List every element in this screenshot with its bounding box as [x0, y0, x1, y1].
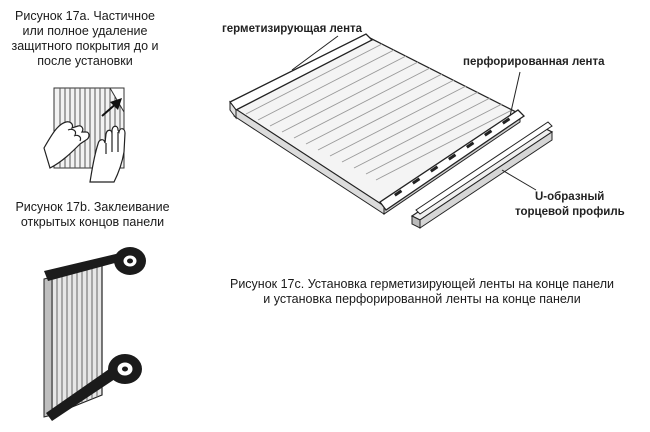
perforated-tape-strip [379, 109, 526, 211]
peel-arrow-icon [101, 98, 122, 117]
figure-b-caption-line-2: открытых концов панели [20, 215, 165, 229]
top-tape-strip [44, 253, 126, 281]
figure-c-caption-line-2: и установка перфорированной ленты на кон… [263, 292, 581, 306]
leader-lines [291, 35, 537, 191]
figure-c-caption: Рисунок 17c. Установка герметизирующей л… [212, 277, 632, 307]
hand-left [43, 121, 90, 169]
panel-end-installation-illustration [229, 33, 554, 229]
u-profile-leader [501, 169, 537, 191]
figure-b-caption: Рисунок 17b. Заклеивание открытых концов… [10, 200, 175, 230]
sealing-tape-strip [229, 33, 374, 120]
peeling-film-illustration [43, 87, 126, 183]
u-profile-label-line-2: торцевой профиль [515, 206, 625, 218]
figure-a-caption-line-3: защитного покрытия до и [11, 39, 159, 53]
sealing-tape-label: герметизирующая лента [222, 23, 363, 35]
perforated-tape-leader [509, 71, 521, 117]
figure-a-caption: Рисунок 17a. Частичное или полное удален… [10, 9, 160, 69]
figure-b-caption-line-1: Рисунок 17b. Заклеивание [15, 200, 170, 214]
figure-a-caption-line-4: после установки [37, 54, 133, 68]
top-tape-roll-icon [114, 247, 146, 275]
taping-panel-ends-illustration [43, 247, 146, 421]
bottom-tape-strip [46, 367, 118, 421]
panel-sheet-vertical [43, 264, 103, 418]
bottom-tape-roll-icon [108, 354, 142, 384]
figure-a-caption-line-1: Рисунок 17a. Частичное [15, 9, 155, 23]
sealing-tape-leader [291, 35, 339, 71]
u-profile-label-line-1: U-образный [535, 191, 605, 203]
hand-right [89, 125, 126, 183]
perforated-tape-label: перфорированная лента [463, 56, 605, 68]
u-profile-channel [410, 121, 554, 229]
figure-a-caption-line-2: или полное удаление [22, 24, 148, 38]
figure-c-caption-line-1: Рисунок 17c. Установка герметизирующей л… [229, 277, 614, 291]
u-profile-label: U-образный торцевой профиль [515, 190, 625, 220]
